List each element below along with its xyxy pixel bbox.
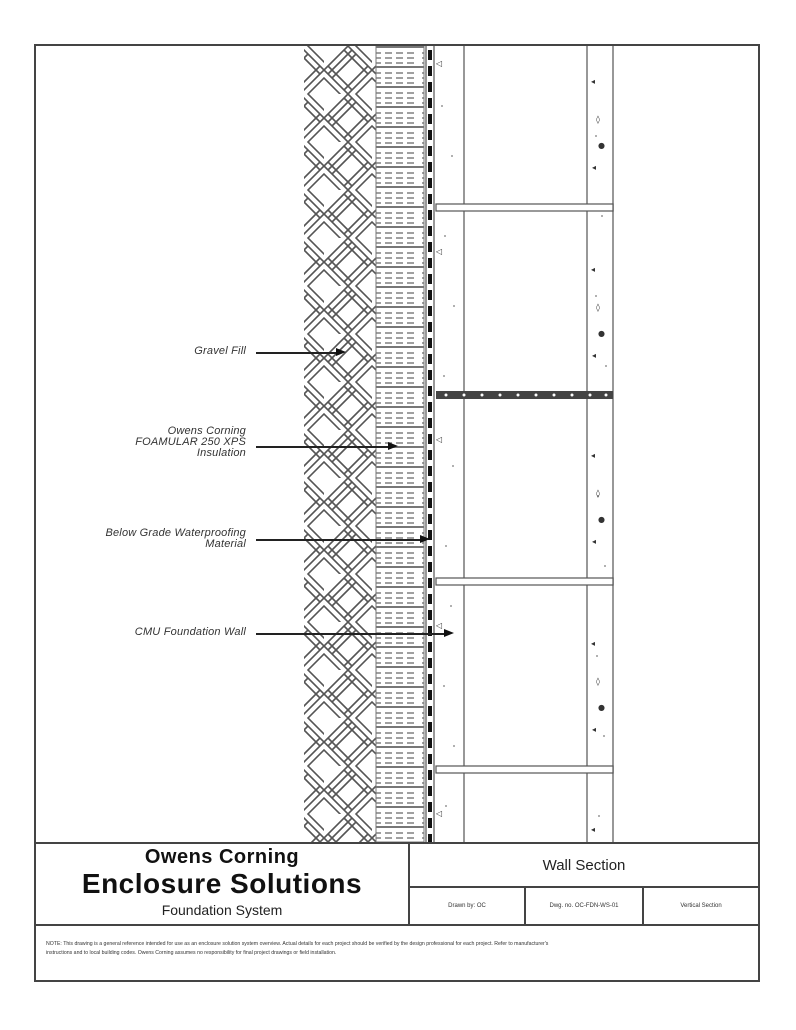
gravel-fill-hatch	[304, 46, 376, 842]
svg-text:●: ●	[598, 515, 605, 524]
callout-waterproofing: Below Grade Waterproofing Material	[56, 528, 246, 550]
svg-text:●: ●	[598, 141, 605, 150]
wall-section-drawing: ◁ ◁ ◁ ◁ ◁ ◂ ◊ ● ◂ ◂ ◊ ● ◂ ◂ ◊ ● ◂ ◂ ◊ ● ◂ ◂ Gravel Fill	[36, 46, 758, 842]
svg-text:◂: ◂	[591, 451, 595, 460]
disclaimer-note: NOTE: This drawing is a general referenc…	[36, 924, 758, 980]
callout-waterproofing-line-2: Material	[205, 538, 246, 550]
title-block-cells: Drawn by: OC Dwg. no. OC-FDN-WS-01 Verti…	[410, 888, 758, 924]
company-name: Owens Corning	[144, 846, 300, 868]
callout-xps-line-2: FOAMULAR 250 XPS	[135, 436, 246, 448]
svg-text:◊: ◊	[596, 303, 600, 312]
svg-text:◂: ◂	[592, 537, 596, 546]
svg-text:●: ●	[598, 703, 605, 712]
drawing-title: Wall Section	[410, 844, 758, 888]
leader-xps-insulation	[256, 446, 388, 448]
svg-text:◂: ◂	[591, 639, 595, 648]
svg-text:◂: ◂	[592, 163, 596, 172]
note-line-2: instructions and to local building codes…	[46, 950, 337, 956]
drawing-number-cell: Dwg. no. OC-FDN-WS-01	[526, 888, 644, 924]
svg-text:●: ●	[598, 329, 605, 338]
callout-cmu-wall-text: CMU Foundation Wall	[134, 626, 246, 638]
callout-waterproofing-line-1: Below Grade Waterproofing	[105, 527, 246, 539]
svg-text:◂: ◂	[591, 825, 595, 834]
system-name: Foundation System	[161, 902, 283, 918]
svg-text:◂: ◂	[591, 77, 595, 86]
svg-text:◁: ◁	[435, 247, 442, 256]
product-name: Enclosure Solutions	[81, 868, 363, 899]
svg-text:◁: ◁	[435, 59, 442, 68]
callout-gravel-fill: Gravel Fill	[116, 346, 246, 357]
callout-gravel-fill-text: Gravel Fill	[194, 345, 246, 357]
svg-text:◊: ◊	[596, 115, 600, 124]
svg-text:◊: ◊	[596, 489, 600, 498]
note-line-1: NOTE: This drawing is a general referenc…	[46, 941, 549, 947]
callout-xps-line-3: Insulation	[196, 447, 246, 459]
title-block-brand: Owens Corning Enclosure Solutions Founda…	[36, 844, 410, 924]
leader-cmu-wall	[256, 633, 444, 635]
drawn-by-cell: Drawn by: OC	[410, 888, 526, 924]
leader-waterproofing	[256, 539, 420, 541]
svg-text:◊: ◊	[596, 677, 600, 686]
leader-gravel-fill	[256, 352, 336, 354]
section-type-cell: Vertical Section	[680, 903, 722, 909]
callout-xps-line-1: Owens Corning	[167, 425, 246, 437]
title-block: Owens Corning Enclosure Solutions Founda…	[36, 842, 758, 924]
svg-text:◁: ◁	[435, 621, 442, 630]
arrowhead-xps-insulation	[388, 442, 398, 450]
arrowhead-cmu-wall	[444, 629, 454, 637]
svg-text:◂: ◂	[592, 351, 596, 360]
arrowhead-waterproofing	[420, 535, 430, 543]
svg-text:◂: ◂	[592, 725, 596, 734]
callout-cmu-wall: CMU Foundation Wall	[76, 627, 246, 638]
callout-xps-insulation: Owens Corning FOAMULAR 250 XPS Insulatio…	[76, 426, 246, 459]
svg-text:◁: ◁	[435, 809, 442, 818]
arrowhead-gravel-fill	[336, 348, 346, 356]
drawing-sheet: ◁ ◁ ◁ ◁ ◁ ◂ ◊ ● ◂ ◂ ◊ ● ◂ ◂ ◊ ● ◂ ◂ ◊ ● ◂ ◂ Gravel Fill	[34, 44, 760, 982]
svg-text:◁: ◁	[435, 435, 442, 444]
svg-text:◂: ◂	[591, 265, 595, 274]
wall-section-graphic: ◁ ◁ ◁ ◁ ◁ ◂ ◊ ● ◂ ◂ ◊ ● ◂ ◂ ◊ ● ◂ ◂ ◊ ● ◂ ◂	[304, 46, 614, 842]
title-block-info: Wall Section Drawn by: OC Dwg. no. OC-FD…	[410, 844, 758, 924]
